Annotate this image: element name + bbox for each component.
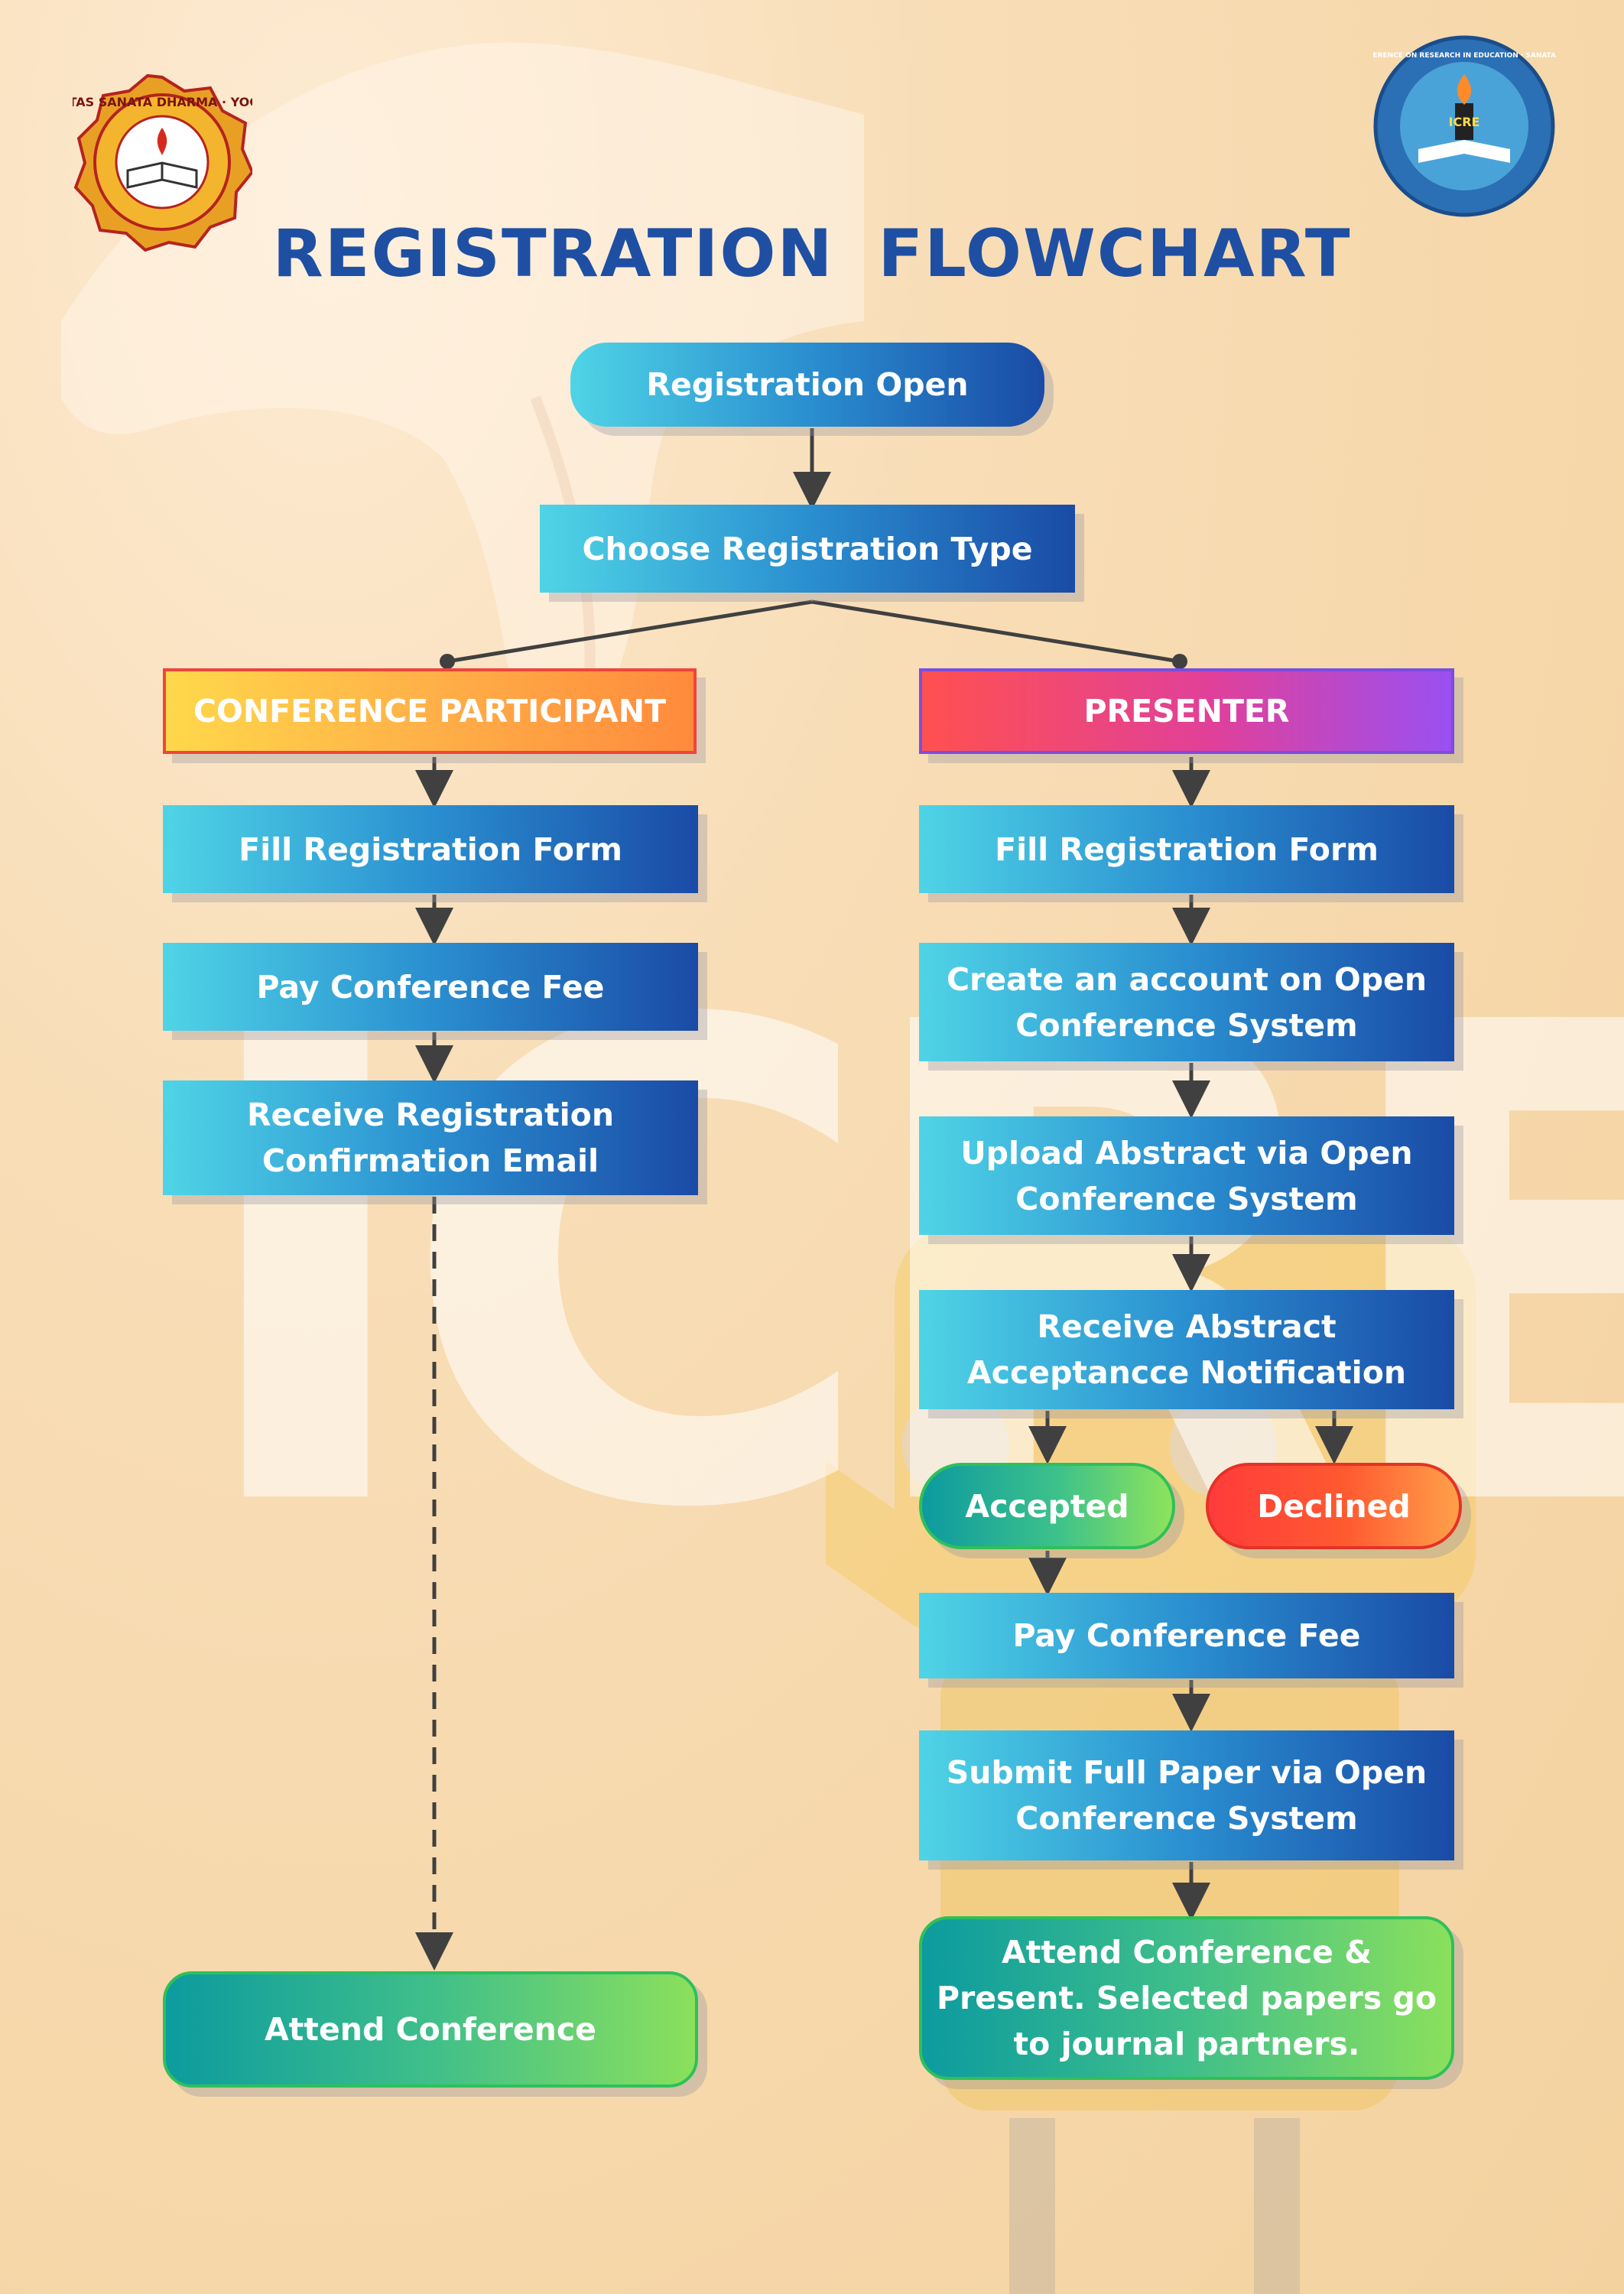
icre-emblem-icon: ICRE INTERNATIONAL CONFERENCE ON RESEARC…	[1372, 35, 1556, 217]
participant-pay-fee-node: Pay Conference Fee	[163, 943, 698, 1031]
declined-node: Declined	[1206, 1463, 1462, 1549]
presenter-upload-abstract-node: Upload Abstract via Open Conference Syst…	[919, 1116, 1454, 1235]
registration-open-node: Registration Open	[570, 343, 1044, 427]
branch-line-presenter	[811, 599, 1181, 664]
accepted-node: Accepted	[919, 1463, 1175, 1549]
logo-right-text: INTERNATIONAL CONFERENCE ON RESEARCH IN …	[1372, 52, 1556, 60]
presenter-abstract-notification-node: Receive Abstract Acceptancce Notificatio…	[919, 1290, 1454, 1409]
svg-text:ICRE: ICRE	[1449, 115, 1480, 129]
choose-registration-type-node: Choose Registration Type	[540, 505, 1075, 593]
branch-line-participant	[447, 599, 813, 664]
presenter-attend-present-node: Attend Conference & Present. Selected pa…	[919, 1916, 1454, 2080]
presenter-fill-form-node: Fill Registration Form	[919, 805, 1454, 893]
participant-fill-form-node: Fill Registration Form	[163, 805, 698, 893]
presenter-create-account-node: Create an account on Open Conference Sys…	[919, 943, 1454, 1061]
conference-participant-header: CONFERENCE PARTICIPANT	[163, 668, 697, 754]
page-title: REGISTRATION FLOWCHART	[272, 216, 1352, 292]
participant-attend-conference-node: Attend Conference	[163, 1971, 698, 2088]
presenter-submit-full-paper-node: Submit Full Paper via Open Conference Sy…	[919, 1730, 1454, 1860]
presenter-header: PRESENTER	[919, 668, 1454, 754]
sanata-dharma-seal-icon: UNIVERSITAS SANATA DHARMA · YOGYAKARTA	[73, 73, 252, 252]
logo-left-text: UNIVERSITAS SANATA DHARMA · YOGYAKARTA	[73, 95, 252, 109]
presenter-pay-fee-node: Pay Conference Fee	[919, 1593, 1454, 1678]
participant-confirmation-email-node: Receive Registration Confirmation Email	[163, 1080, 698, 1195]
